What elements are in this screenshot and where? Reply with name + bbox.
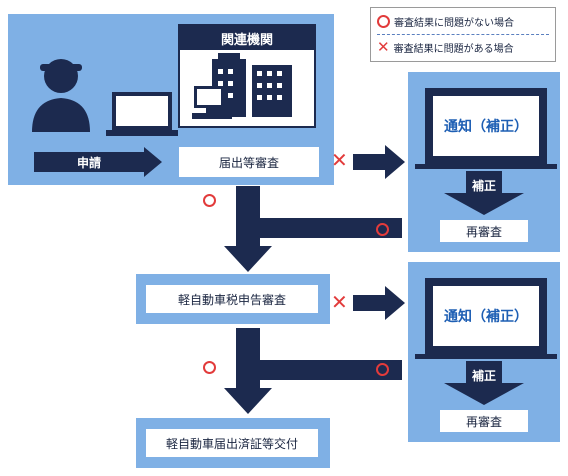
ng-arrow-2 xyxy=(353,286,405,320)
legend-ng-label: 審査結果に問題がある場合 xyxy=(393,44,514,55)
correction-arrow-1 xyxy=(444,171,524,215)
tax-review-box: 軽自動車税申告審査 xyxy=(146,285,318,313)
apply-arrow xyxy=(34,147,162,177)
correction-label-2: 補正 xyxy=(471,369,496,383)
cross-icon: ✕ xyxy=(377,38,390,56)
legend-ok-label: 審査結果に問題がない場合 xyxy=(394,18,514,29)
cross-icon: ✕ xyxy=(331,290,348,314)
laptop-icon xyxy=(106,92,178,136)
circle-icon xyxy=(377,15,390,28)
computer-icon xyxy=(192,86,232,119)
monitor-base-2 xyxy=(415,354,557,359)
ok-arrow-2 xyxy=(224,328,402,414)
agency-title: 関連機関 xyxy=(180,26,314,50)
monitor-1: 通知（補正） xyxy=(425,88,547,164)
ng-arrow-1 xyxy=(353,145,405,179)
circle-icon xyxy=(376,363,389,376)
correction-arrow-2 xyxy=(444,361,524,405)
correction-label-1: 補正 xyxy=(471,179,496,193)
ok-arrow-1 xyxy=(224,186,402,272)
person-icon xyxy=(32,59,90,132)
legend-ng: ✕ 審査結果に問題がある場合 xyxy=(377,38,514,56)
circle-icon xyxy=(203,361,216,374)
building-icon xyxy=(212,53,292,117)
rereview-box-2: 再審査 xyxy=(440,410,528,432)
notice-title-1: 通知（補正） xyxy=(433,96,539,156)
apply-label: 申請 xyxy=(76,155,101,170)
issue-box: 軽自動車届出済証等交付 xyxy=(146,429,318,457)
circle-icon xyxy=(376,223,389,236)
circle-icon xyxy=(203,194,216,207)
rereview-box-1: 再審査 xyxy=(440,220,528,242)
legend: 審査結果に問題がない場合 ✕ 審査結果に問題がある場合 xyxy=(370,7,556,62)
monitor-base-1 xyxy=(415,164,557,169)
legend-ok: 審査結果に問題がない場合 xyxy=(377,14,514,29)
first-review-box: 届出等審査 xyxy=(179,147,319,177)
monitor-2: 通知（補正） xyxy=(425,278,547,354)
cross-icon: ✕ xyxy=(331,148,348,172)
agency-box: 関連機関 xyxy=(178,24,316,128)
legend-divider xyxy=(377,34,549,35)
notice-title-2: 通知（補正） xyxy=(433,286,539,346)
